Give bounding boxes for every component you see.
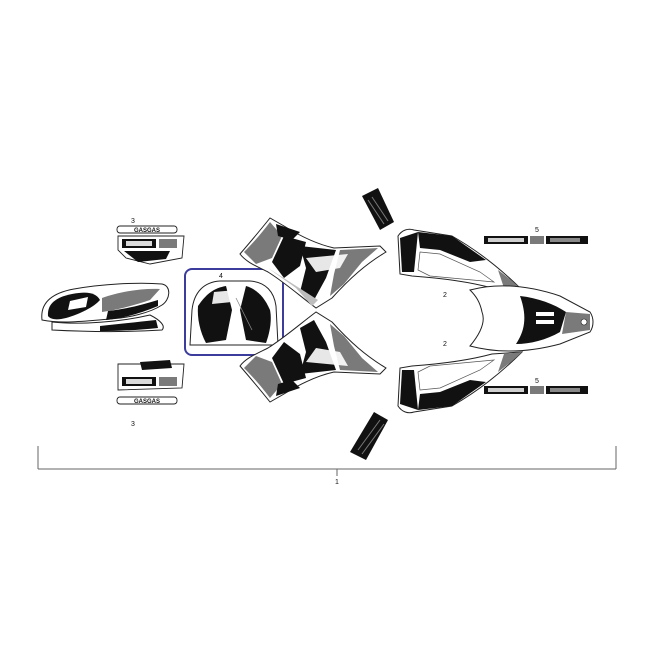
side-panel-decal-bottom (397, 351, 524, 414)
swingarm-decal-bottom (484, 386, 588, 394)
radiator-shroud-decal-top (239, 217, 387, 309)
callout-1: 1 (335, 479, 339, 486)
seat-cover-decal (189, 280, 279, 346)
small-decal-bottom (350, 412, 388, 460)
fork-guard-decal-top: GASGAS (116, 225, 185, 265)
callout-2-bottom: 2 (443, 341, 447, 348)
rear-fender-decal (469, 285, 594, 352)
callout-2-top: 2 (443, 292, 447, 299)
callout-5-top: 5 (535, 227, 539, 234)
callout-5-bottom: 5 (535, 378, 539, 385)
fork-guard-decal-bottom: GASGAS (116, 360, 185, 405)
kit-bracket (37, 446, 617, 476)
front-fender-decal (41, 282, 170, 332)
swingarm-decal-top (484, 236, 588, 244)
brand-logo-text: GASGAS (134, 399, 160, 405)
side-panel-decal-top (397, 228, 524, 291)
callout-3-top: 3 (131, 218, 135, 225)
selection-highlight[interactable] (184, 268, 284, 356)
small-decal-top (362, 188, 394, 230)
radiator-shroud-decal-bottom (239, 311, 387, 403)
brand-logo-text: GASGAS (134, 228, 160, 234)
callout-4: 4 (219, 273, 223, 280)
callout-3-bottom: 3 (131, 421, 135, 428)
